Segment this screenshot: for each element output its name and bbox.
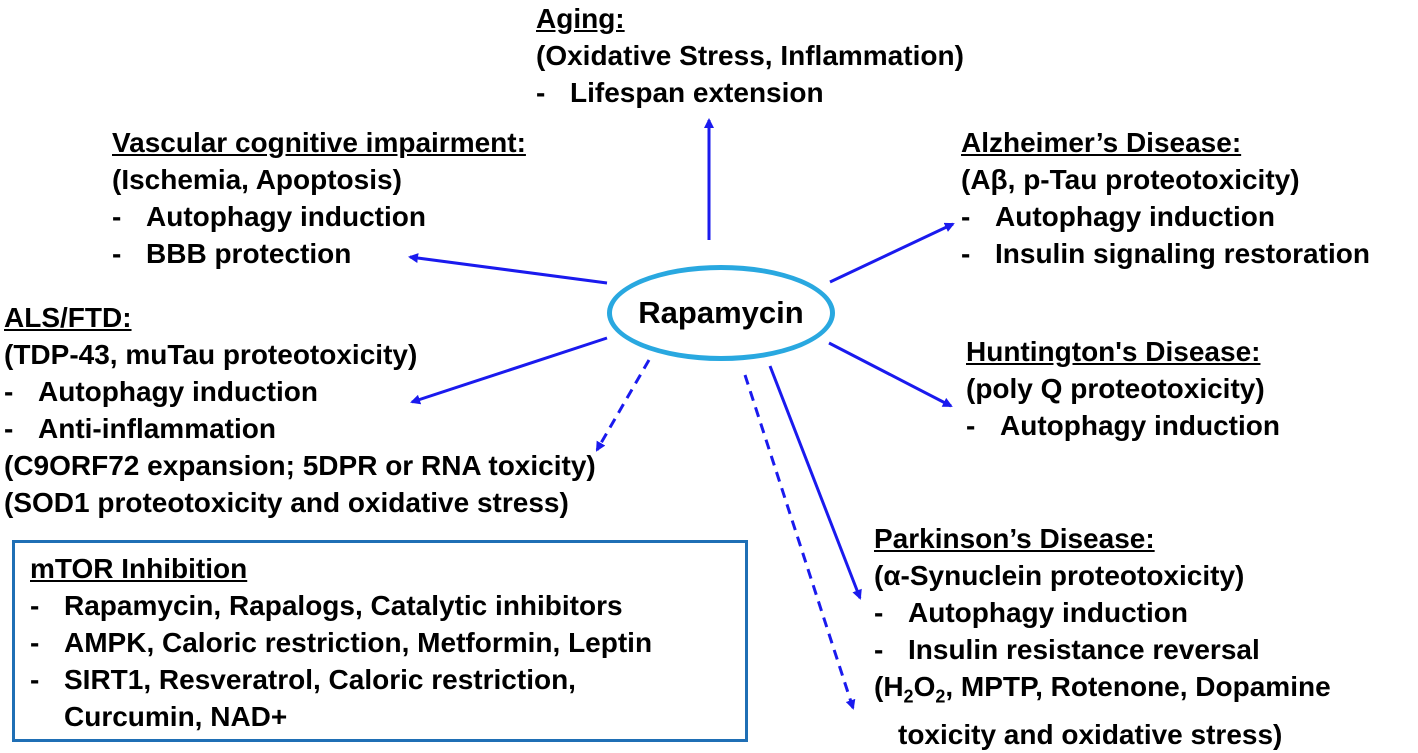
arrow-to-huntingtons [828,341,953,408]
rapamycin-label: Rapamycin [638,295,804,330]
huntingtons-cause: (poly Q proteotoxicity) [966,373,1265,404]
aging-block: Aging: (Oxidative Stress, Inflammation) … [536,0,964,111]
alzheimers-block: Alzheimer’s Disease: (Aβ, p-Tau proteoto… [961,124,1370,272]
parkinsons-block: Parkinson’s Disease: (α-Synuclein proteo… [874,520,1331,753]
aging-title: Aging: [536,3,625,34]
parkinsons-bullet: -Autophagy induction [874,597,1188,628]
arrow-to-alzheimers [829,222,955,284]
huntingtons-title: Huntington's Disease: [966,336,1261,367]
vascular-cause: (Ischemia, Apoptosis) [112,164,402,195]
mtor-bullet: -Rapamycin, Rapalogs, Catalytic inhibito… [30,590,623,621]
parkinsons-extra: toxicity and oxidative stress) [898,718,1283,750]
als-extra: (C9ORF72 expansion; 5DPR or RNA toxicity… [4,450,596,481]
parkinsons-title: Parkinson’s Disease: [874,523,1155,554]
arrow-to-vascular [408,253,608,285]
arrow-to-als [410,336,608,405]
mtor-bullet-continuation: Curcumin, NAD+ [64,701,288,732]
alzheimers-cause: (Aβ, p-Tau proteotoxicity) [961,164,1300,195]
huntingtons-bullet: -Autophagy induction [966,410,1280,441]
mtor-block: mTOR Inhibition -Rapamycin, Rapalogs, Ca… [30,550,652,735]
als-block: ALS/FTD: (TDP-43, muTau proteotoxicity) … [4,299,596,521]
als-cause: (TDP-43, muTau proteotoxicity) [4,339,418,370]
als-title: ALS/FTD: [4,302,132,333]
mtor-title: mTOR Inhibition [30,553,248,584]
vascular-block: Vascular cognitive impairment: (Ischemia… [112,124,526,272]
arrow-to-als-dashed [595,359,651,452]
alzheimers-bullet: -Insulin signaling restoration [961,238,1370,269]
vascular-bullet: -Autophagy induction [112,201,426,232]
huntingtons-block: Huntington's Disease: (poly Q proteotoxi… [966,333,1280,444]
aging-cause: (Oxidative Stress, Inflammation) [536,40,964,71]
vascular-title: Vascular cognitive impairment: [112,127,526,158]
vascular-bullet: -BBB protection [112,238,352,269]
als-bullet: -Autophagy induction [4,376,318,407]
alzheimers-bullet: -Autophagy induction [961,201,1275,232]
parkinsons-cause: (α-Synuclein proteotoxicity) [874,560,1245,591]
als-bullet: -Anti-inflammation [4,413,276,444]
mtor-inhibition-box [12,540,748,742]
arrow-to-parkinsons [768,365,862,600]
rapamycin-node: Rapamycin [607,265,835,361]
parkinsons-bullet: -Insulin resistance reversal [874,634,1260,665]
als-extra: (SOD1 proteotoxicity and oxidative stres… [4,487,569,518]
alzheimers-title: Alzheimer’s Disease: [961,127,1242,158]
mtor-bullet: -AMPK, Caloric restriction, Metformin, L… [30,627,653,658]
mtor-bullet: -SIRT1, Resveratrol, Caloric restriction… [30,664,576,695]
parkinsons-extra: (H2O2, MPTP, Rotenone, Dopamine [874,671,1331,707]
arrow-to-parkinsons-dashed [743,374,856,710]
aging-bullet: -Lifespan extension [536,77,824,108]
